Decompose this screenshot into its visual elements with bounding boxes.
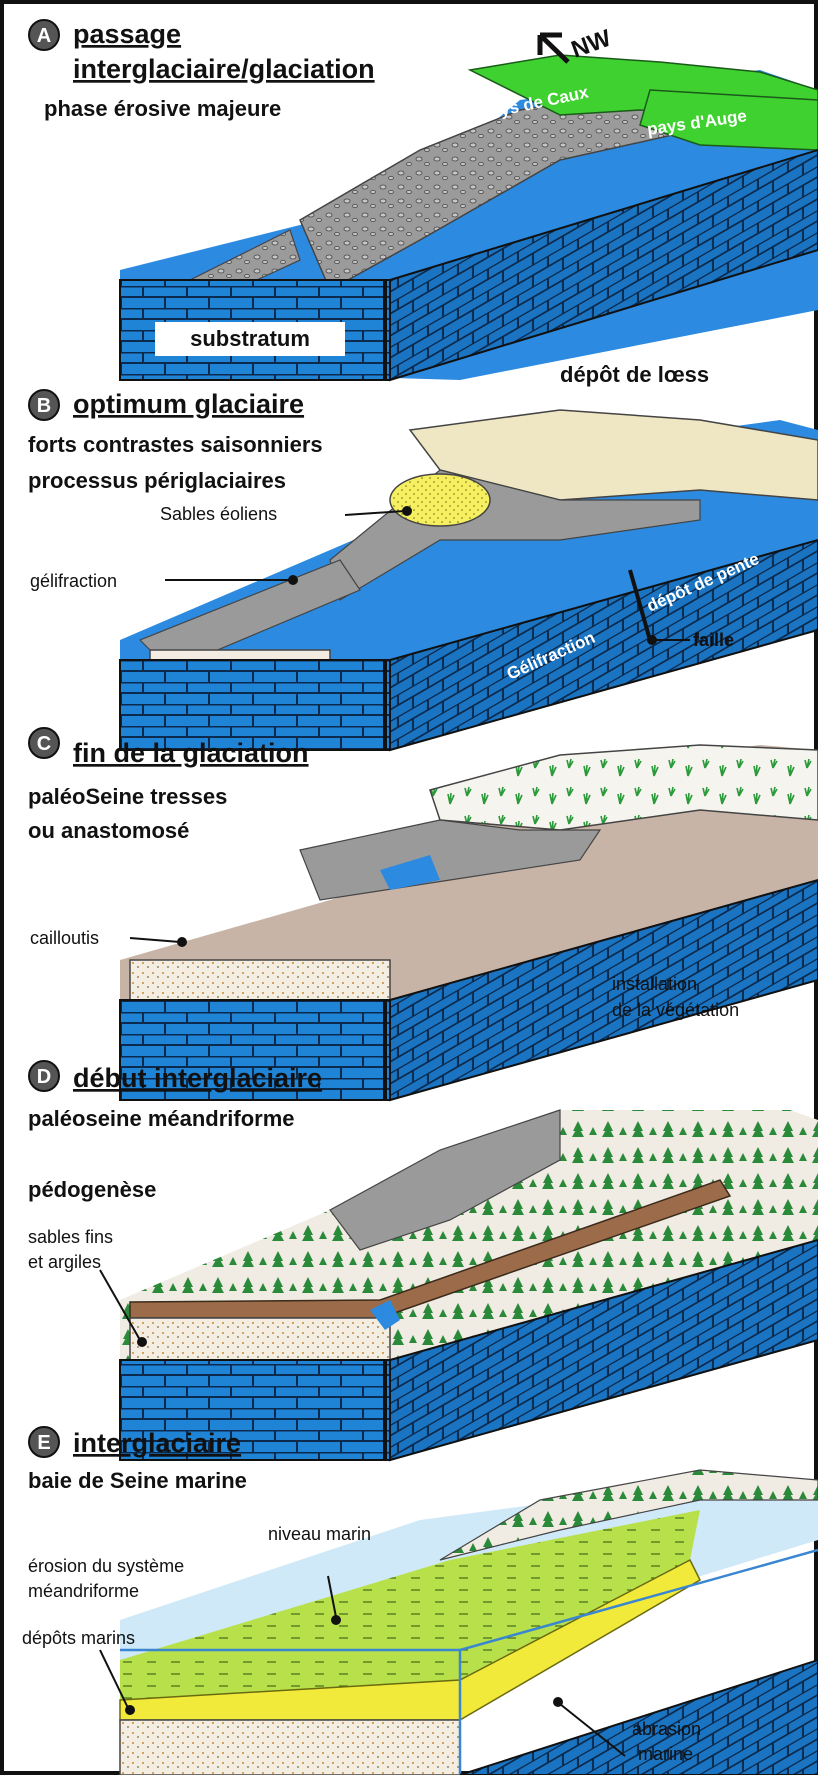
cailloutis-dot	[177, 937, 187, 947]
letter-b: B	[37, 395, 51, 417]
title-a-1: passage	[73, 19, 181, 49]
label-vegetation-2: de la végétation	[612, 1000, 739, 1020]
label-niveau-marin: niveau marin	[268, 1524, 371, 1544]
letter-e: E	[37, 1432, 50, 1454]
title-d: début interglaciaire	[73, 1063, 322, 1093]
subtitle-b-1: forts contrastes saisonniers	[28, 432, 323, 457]
letter-c: C	[37, 733, 51, 755]
label-gelifraction: gélifraction	[30, 571, 117, 591]
title-a-2: interglaciaire/glaciation	[73, 54, 375, 84]
label-faille: faille	[693, 630, 734, 650]
label-sables-eoliens: Sables éoliens	[160, 504, 277, 524]
label-depots-marins: dépôts marins	[22, 1628, 135, 1648]
label-sables-2: et argiles	[28, 1252, 101, 1272]
abrasion-dot	[553, 1697, 563, 1707]
label-abrasion-1: abrasion	[632, 1719, 701, 1739]
label-erosion-1: érosion du système	[28, 1556, 184, 1576]
subtitle-e: baie de Seine marine	[28, 1468, 247, 1493]
gravel-e	[120, 1720, 460, 1775]
subtitle-c-2: ou anastomosé	[28, 818, 189, 843]
subtitle-d-1: paléoseine méandriforme	[28, 1106, 295, 1131]
gravel-d	[130, 1318, 390, 1360]
gelifraction-dot	[288, 575, 298, 585]
label-erosion-2: méandriforme	[28, 1581, 139, 1601]
subtitle-b-2: processus périglaciaires	[28, 468, 286, 493]
title-e: interglaciaire	[73, 1428, 241, 1458]
label-sables-1: sables fins	[28, 1227, 113, 1247]
aeolian-sands	[390, 474, 490, 526]
title-c: fin de la glaciation	[73, 738, 309, 768]
letter-a: A	[37, 25, 51, 47]
label-abrasion-2: marine	[638, 1744, 693, 1764]
label-substratum: substratum	[190, 326, 310, 351]
subtitle-d-2: pédogenèse	[28, 1177, 156, 1202]
label-loess: dépôt de lœss	[560, 362, 709, 387]
subtitle-c-1: paléoSeine tresses	[28, 784, 227, 809]
substrate-front-b	[120, 660, 390, 750]
label-vegetation-1: installation	[612, 974, 697, 994]
letter-d: D	[37, 1066, 51, 1088]
title-b: optimum glaciaire	[73, 389, 304, 419]
sables-dot	[137, 1337, 147, 1347]
niveau-dot	[331, 1615, 341, 1625]
label-cailloutis: cailloutis	[30, 928, 99, 948]
subtitle-a: phase érosive majeure	[44, 96, 281, 121]
depots-dot	[125, 1705, 135, 1715]
